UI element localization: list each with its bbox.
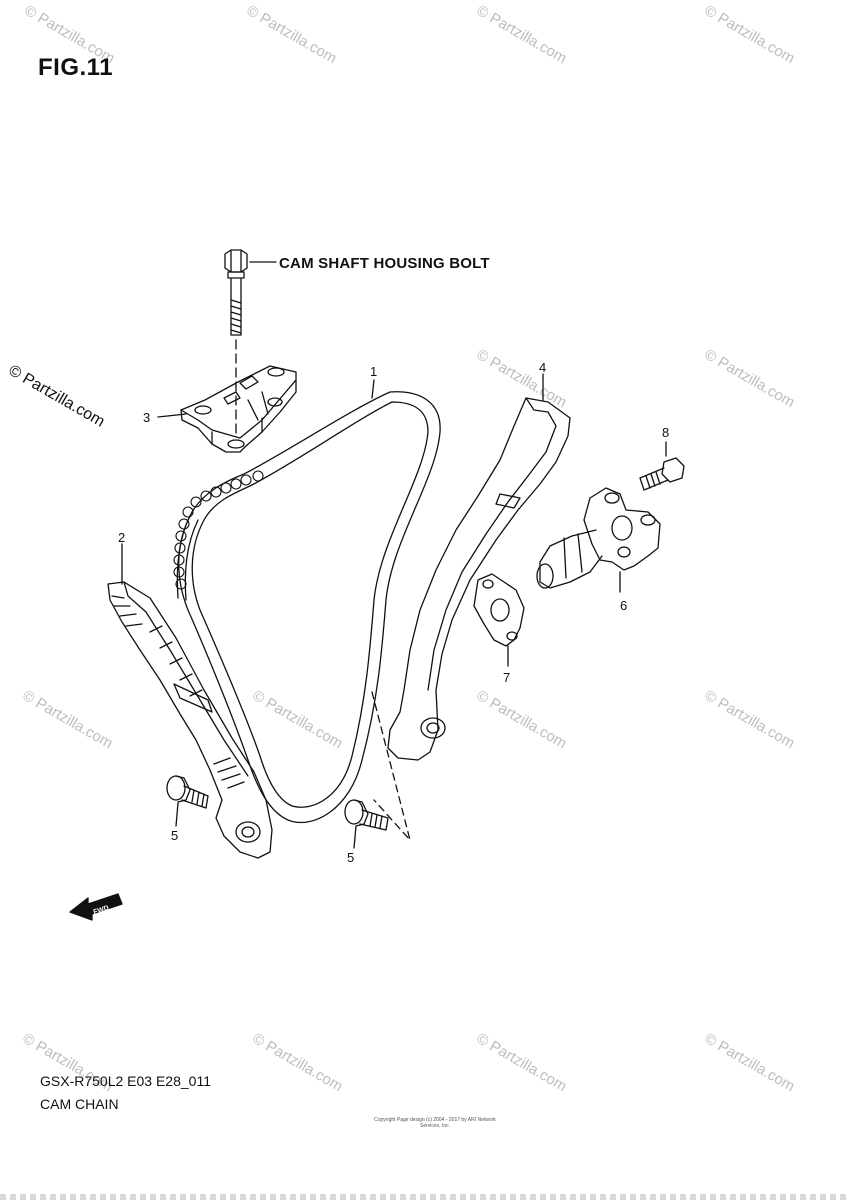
bottom-border	[0, 1194, 847, 1200]
guide-bolt-icon	[344, 799, 389, 831]
cam-chain-tensioner-icon	[536, 487, 661, 593]
tensioner-gasket-icon	[473, 573, 525, 667]
callout-3: 3	[143, 410, 151, 425]
chain-tensioner-rail-icon	[107, 581, 273, 859]
model-code: GSX-R750L2 E03 E28_011	[40, 1073, 211, 1089]
section-name: CAM CHAIN	[40, 1096, 119, 1112]
figure-title: FIG.11	[38, 54, 114, 81]
cam-chain-icon	[173, 391, 441, 824]
callout-2: 2	[118, 530, 126, 545]
callout-1: 1	[370, 364, 378, 379]
callout-5-left: 5	[171, 828, 179, 843]
tensioner-bolt-icon	[639, 441, 685, 491]
guide-bolt-icon	[166, 775, 209, 809]
callout-4: 4	[539, 360, 547, 375]
cam-shaft-housing-bolt-icon	[224, 249, 277, 439]
copyright-notice: Copyright Page design (c) 2004 - 2017 by…	[374, 1117, 496, 1129]
callout-7: 7	[503, 670, 511, 685]
callout-8: 8	[662, 425, 670, 440]
callout-6: 6	[620, 598, 628, 613]
fwd-label: FWD	[93, 905, 110, 917]
cam-shaft-housing-bolt-label: CAM SHAFT HOUSING BOLT	[279, 255, 490, 272]
chain-guide-icon	[387, 397, 571, 761]
callout-5-right: 5	[347, 850, 355, 865]
camshaft-housing-icon	[180, 365, 297, 453]
forward-arrow-icon	[69, 893, 123, 921]
